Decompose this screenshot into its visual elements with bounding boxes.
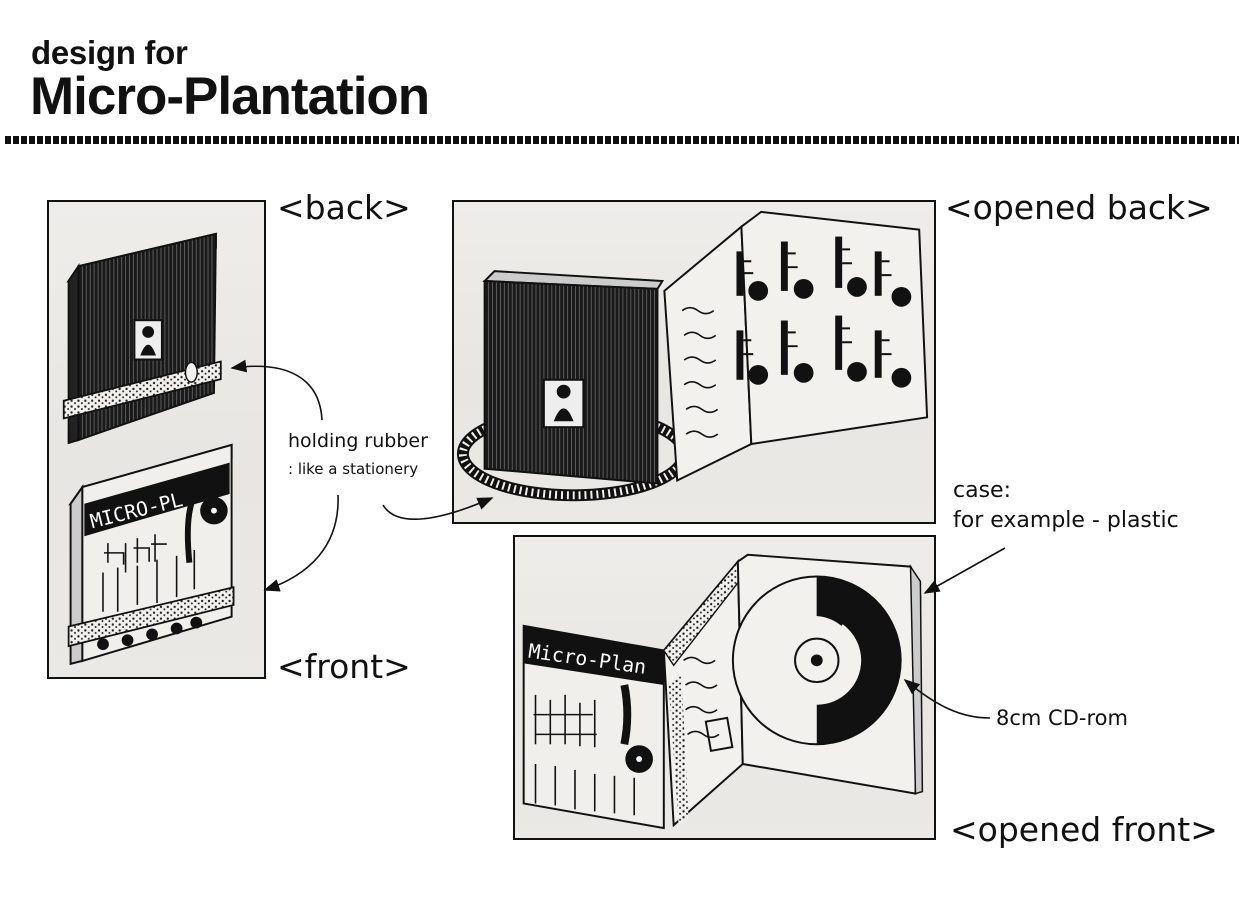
opened-back-sketch bbox=[452, 200, 936, 524]
arrow-to-case bbox=[923, 547, 1006, 594]
cd-disc-drawing bbox=[731, 575, 902, 746]
annotation-cd: 8cm CD-rom bbox=[996, 706, 1128, 730]
label-front: <front> bbox=[277, 647, 411, 686]
label-opened-back: <opened back> bbox=[945, 188, 1213, 227]
closed-case-sketch: MICRO-PL bbox=[47, 200, 266, 679]
arrow-to-front-rubber bbox=[263, 494, 339, 592]
annotation-case-material: for example - plastic bbox=[953, 508, 1179, 533]
annotation-holding-rubber: holding rubber bbox=[288, 430, 428, 452]
annotation-rubber-note: : like a stationery bbox=[288, 460, 419, 478]
dashed-divider bbox=[5, 136, 1239, 144]
page-title: Micro-Plantation bbox=[30, 67, 430, 126]
page-subtitle: design for bbox=[31, 34, 188, 71]
front-case-drawing: MICRO-PL bbox=[67, 443, 235, 666]
annotation-case: case: bbox=[953, 478, 1011, 503]
opened-front-sketch: Micro-Plan bbox=[513, 535, 936, 840]
back-case-drawing bbox=[62, 232, 222, 445]
label-opened-front: <opened front> bbox=[950, 810, 1218, 849]
label-back: <back> bbox=[277, 188, 411, 227]
